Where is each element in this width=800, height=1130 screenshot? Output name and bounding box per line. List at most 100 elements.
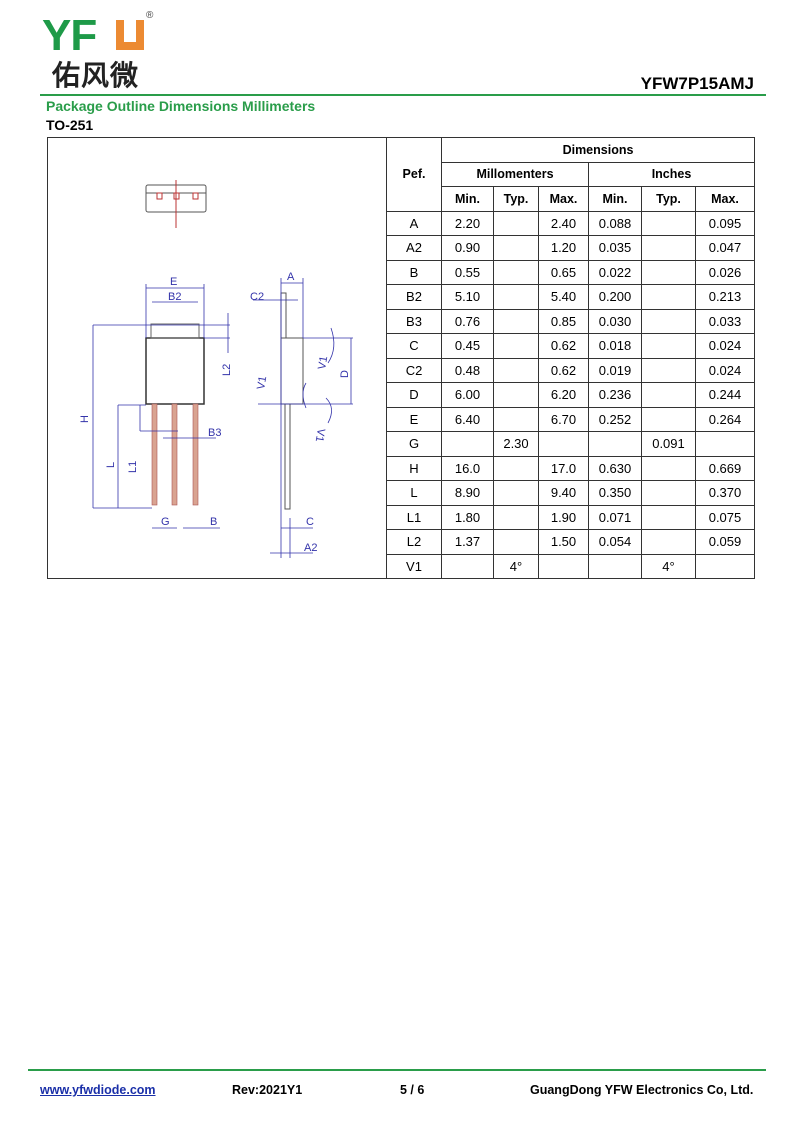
- cell-value: 0.45: [441, 333, 494, 359]
- cell-value: 5.40: [538, 284, 589, 310]
- cell-value: 6.40: [441, 406, 494, 432]
- row-ref: B3: [386, 308, 442, 334]
- cell-value: 0.252: [588, 406, 642, 432]
- dim-label-l1: L1: [127, 461, 139, 473]
- cell-value: 0.350: [588, 480, 642, 506]
- package-name: TO-251: [46, 117, 94, 133]
- cell-value: 0.55: [441, 259, 494, 285]
- cell-value: 0.033: [695, 308, 755, 334]
- cell-value: 16.0: [441, 455, 494, 481]
- cell-value: 0.244: [695, 382, 755, 408]
- cell-value: 0.095: [695, 210, 755, 236]
- row-ref: L: [386, 480, 442, 506]
- cell-value: 9.40: [538, 480, 589, 506]
- logo-cn: 佑风微: [52, 60, 140, 91]
- row-ref: B2: [386, 284, 442, 310]
- logo-text: YF: [42, 11, 97, 60]
- col-ref: Pef.: [386, 137, 442, 212]
- dim-label-l: L: [105, 462, 117, 468]
- row-ref: C: [386, 333, 442, 359]
- dim-label-c: C: [306, 516, 314, 528]
- cell-value: [493, 333, 539, 359]
- cell-value: [641, 333, 696, 359]
- col-in-typ: Typ.: [641, 186, 696, 212]
- tab: [150, 323, 200, 339]
- top-view-pins: [156, 180, 199, 228]
- cell-value: [641, 382, 696, 408]
- cell-value: 0.030: [588, 308, 642, 334]
- front-dimension-labels: E B2 H L L1 L2 B3 G B: [79, 276, 233, 528]
- cell-value: 4°: [493, 553, 539, 579]
- dim-label-b3: B3: [208, 427, 221, 439]
- cell-value: 0.024: [695, 357, 755, 383]
- col-mm-typ: Typ.: [493, 186, 539, 212]
- cell-value: 0.091: [641, 431, 696, 457]
- cell-value: [641, 357, 696, 383]
- cell-value: [641, 480, 696, 506]
- col-mm-max: Max.: [538, 186, 589, 212]
- cell-value: 0.047: [695, 235, 755, 261]
- cell-value: [441, 553, 494, 579]
- website-link[interactable]: www.yfwdiode.com: [40, 1083, 156, 1097]
- cell-value: 2.30: [493, 431, 539, 457]
- dim-label-l2: L2: [221, 364, 233, 376]
- cell-value: 2.40: [538, 210, 589, 236]
- cell-value: 0.669: [695, 455, 755, 481]
- cell-value: 1.90: [538, 504, 589, 530]
- row-ref: C2: [386, 357, 442, 383]
- page-number: 5 / 6: [400, 1083, 425, 1097]
- row-ref: E: [386, 406, 442, 432]
- cell-value: [695, 553, 755, 579]
- section-title: Package Outline Dimensions Millimeters: [46, 98, 316, 114]
- company-logo: YF® 佑风微: [42, 10, 154, 91]
- cell-value: [641, 455, 696, 481]
- row-ref: H: [386, 455, 442, 481]
- cell-value: [493, 382, 539, 408]
- cell-value: [588, 431, 642, 457]
- row-ref: V1: [386, 553, 442, 579]
- cell-value: 8.90: [441, 480, 494, 506]
- dim-label-g: G: [161, 516, 170, 528]
- cell-value: 0.026: [695, 259, 755, 285]
- side-dimension-lines: [253, 278, 353, 558]
- col-dimensions: Dimensions: [441, 137, 755, 163]
- cell-value: [493, 308, 539, 334]
- cell-value: 0.054: [588, 529, 642, 555]
- front-dimension-lines: [92, 284, 230, 529]
- footer-divider: [28, 1069, 766, 1071]
- cell-value: 1.80: [441, 504, 494, 530]
- cell-value: 1.20: [538, 235, 589, 261]
- cell-value: 4°: [641, 553, 696, 579]
- cell-value: [493, 455, 539, 481]
- cell-value: [441, 431, 494, 457]
- cell-value: 17.0: [538, 455, 589, 481]
- cell-value: [493, 504, 539, 530]
- cell-value: [695, 431, 755, 457]
- cell-value: 0.213: [695, 284, 755, 310]
- row-ref: D: [386, 382, 442, 408]
- cell-value: 1.50: [538, 529, 589, 555]
- row-ref: L2: [386, 529, 442, 555]
- part-number: YFW7P15AMJ: [640, 74, 754, 93]
- cell-value: 0.48: [441, 357, 494, 383]
- cell-value: 6.70: [538, 406, 589, 432]
- front-view-body: [145, 337, 205, 405]
- cell-value: [493, 529, 539, 555]
- cell-value: 0.018: [588, 333, 642, 359]
- cell-value: 0.85: [538, 308, 589, 334]
- dim-label-d: D: [339, 370, 351, 378]
- cell-value: [538, 553, 589, 579]
- cell-value: 5.10: [441, 284, 494, 310]
- cell-value: 0.630: [588, 455, 642, 481]
- cell-value: [588, 553, 642, 579]
- cell-value: 2.20: [441, 210, 494, 236]
- cell-value: [641, 406, 696, 432]
- dim-label-h: H: [79, 415, 91, 423]
